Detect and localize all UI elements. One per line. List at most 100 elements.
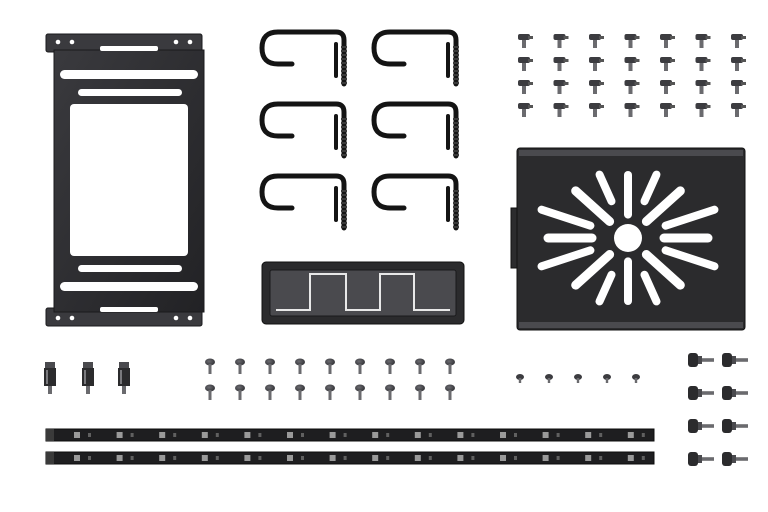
led-chip	[627, 432, 634, 438]
hdd-screw	[731, 103, 746, 117]
fan-screw	[385, 384, 395, 400]
led-chip	[627, 455, 634, 461]
led-chip	[244, 432, 251, 438]
thumb-screw	[688, 386, 714, 400]
thumb-screw	[688, 353, 714, 367]
hdd-screw	[589, 57, 604, 71]
led-strip	[45, 428, 655, 442]
cable-clips	[259, 29, 459, 231]
led-chip	[159, 455, 166, 461]
led-chip	[414, 432, 421, 438]
fan-screw	[415, 384, 425, 400]
hdd-screw	[518, 57, 533, 71]
hdd-screw	[518, 80, 533, 94]
thumb-screw	[688, 452, 714, 466]
standoffs	[44, 362, 130, 394]
led-chip	[457, 432, 464, 438]
led-chip	[329, 455, 336, 461]
fan-screw	[235, 384, 245, 400]
hdd-screw	[589, 103, 604, 117]
ssd-tray	[510, 147, 746, 331]
fan-screw	[325, 384, 335, 400]
hdd-screw	[731, 34, 746, 48]
thumb-screw	[722, 386, 748, 400]
fan-screw	[205, 384, 215, 400]
hdd-screw	[695, 57, 711, 71]
small-screw	[516, 374, 524, 383]
thumb-screw	[722, 419, 748, 433]
led-chip	[500, 455, 506, 461]
fan-screw	[295, 384, 305, 400]
fan-screw	[445, 358, 455, 374]
hdd-screw	[553, 34, 569, 48]
led-strips	[45, 428, 655, 465]
hdd-screw	[624, 34, 640, 48]
led-chip	[287, 455, 293, 461]
hdd-screw	[553, 103, 569, 117]
fan-screw	[415, 358, 425, 374]
hdd-screw	[518, 34, 533, 48]
led-chip	[372, 432, 379, 438]
small-screw	[545, 374, 553, 383]
hdd-screw	[695, 103, 711, 117]
fan-screw	[235, 358, 245, 374]
hdd-screw	[624, 57, 640, 71]
standoff	[82, 362, 94, 394]
led-chip	[500, 432, 506, 438]
fan-screw	[205, 358, 215, 374]
small-screw	[603, 374, 611, 383]
hdd-screw	[731, 57, 746, 71]
standoff	[118, 362, 130, 394]
led-chip	[244, 455, 251, 461]
fan-screw	[385, 358, 395, 374]
hdd-screw	[660, 57, 675, 71]
led-chip	[457, 455, 464, 461]
cable-clip	[371, 173, 459, 231]
thumb-screw	[722, 452, 748, 466]
fan-screw-grid	[205, 358, 455, 400]
led-chip	[116, 455, 123, 461]
small-screw	[632, 374, 640, 383]
thumb-screw	[688, 419, 714, 433]
fan-screw	[445, 384, 455, 400]
led-chip	[116, 432, 123, 438]
led-chip	[74, 455, 80, 461]
hdd-screw	[624, 80, 640, 94]
hdd-screw-grid	[518, 34, 746, 117]
fan-screw	[325, 358, 335, 374]
thumb-screw-grid	[688, 353, 748, 466]
led-chip	[585, 432, 592, 438]
cable-clip	[259, 29, 347, 87]
radiator-mount-plate	[261, 261, 465, 325]
small-screw-row	[516, 374, 640, 383]
vertical-gpu-bracket	[45, 33, 205, 327]
small-screw	[574, 374, 582, 383]
led-chip	[542, 455, 549, 461]
led-chip	[287, 432, 293, 438]
hdd-screw	[624, 103, 640, 117]
fan-screw	[265, 384, 275, 400]
hdd-screw	[660, 80, 675, 94]
hdd-screw	[589, 34, 604, 48]
led-chip	[159, 432, 166, 438]
fan-screw	[295, 358, 305, 374]
standoff	[44, 362, 56, 394]
led-chip	[201, 455, 208, 461]
hdd-screw	[553, 80, 569, 94]
led-chip	[542, 432, 549, 438]
hdd-screw	[553, 57, 569, 71]
fan-screw	[355, 358, 365, 374]
cable-clip	[371, 29, 459, 87]
led-chip	[201, 432, 208, 438]
fan-screw	[265, 358, 275, 374]
cable-clip	[371, 101, 459, 159]
led-chip	[585, 455, 592, 461]
hdd-screw	[518, 103, 533, 117]
led-chip	[329, 432, 336, 438]
fan-screw	[355, 384, 365, 400]
hdd-screw	[695, 80, 711, 94]
hdd-screw	[660, 34, 675, 48]
led-strip	[45, 451, 655, 465]
